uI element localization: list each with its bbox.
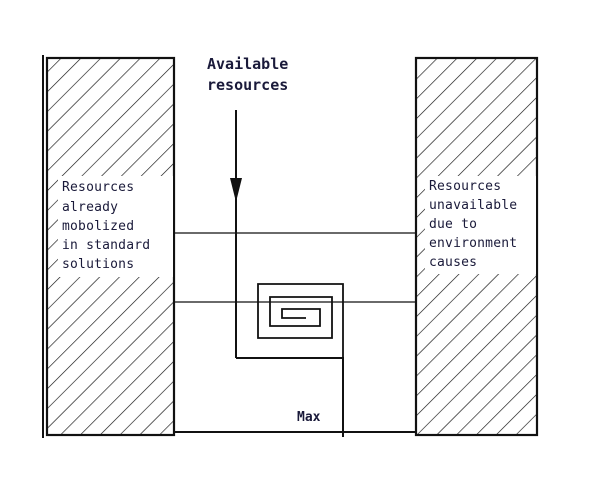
arrow-down-icon [230,178,242,202]
top-label: Available resources [207,54,298,94]
left-block-label: Resources already mobolized in standard … [62,176,160,272]
spiral-path [257,283,344,358]
resource-flow-path [235,110,344,437]
left-label-background [58,176,173,277]
right-block-label: Resources unavailable due to environment… [429,175,527,270]
right-label-background [425,176,536,274]
flow-to-max [236,357,344,437]
max-label: Max [297,410,321,425]
